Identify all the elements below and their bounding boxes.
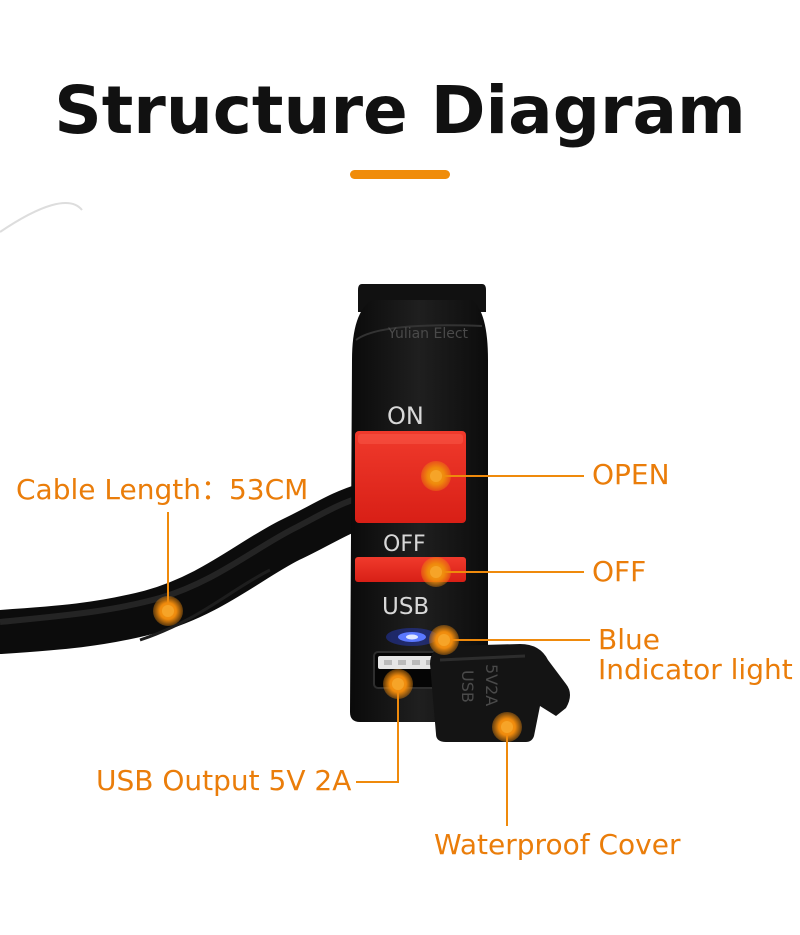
upper-cable: [0, 202, 83, 233]
cover-text-rating: 5V2A: [482, 664, 501, 706]
usb-marking: USB: [382, 594, 429, 620]
blue-indicator-line2: Indicator light: [598, 653, 793, 686]
cover-text-usb: USB: [458, 670, 477, 703]
title-underline: [350, 170, 450, 179]
usb-output-label: USB Output 5V 2A: [96, 764, 352, 797]
marker-dots: [153, 461, 522, 742]
leader-usb: [356, 684, 399, 783]
on-marking: ON: [387, 402, 424, 430]
off-marking: OFF: [383, 532, 426, 557]
on-button[interactable]: [355, 431, 466, 523]
switch-body: Yulian Elect ON OFF USB: [350, 284, 488, 722]
blue-indicator-line1: Blue: [598, 623, 660, 656]
off-label: OFF: [592, 555, 647, 588]
blue-led: [386, 628, 438, 646]
blue-indicator-label: Blue Indicator light: [598, 625, 793, 685]
waterproof-cover[interactable]: USB 5V2A: [430, 644, 570, 742]
leader-lines: [167, 475, 590, 826]
cable: [0, 483, 387, 654]
cable-length-label: Cable Length：53CM: [16, 473, 309, 506]
waterproof-cover-label: Waterproof Cover: [434, 828, 681, 861]
watermark-text: Yulian Elect: [387, 326, 469, 342]
open-label: OPEN: [592, 458, 670, 491]
page-title: Structure Diagram: [54, 72, 746, 149]
